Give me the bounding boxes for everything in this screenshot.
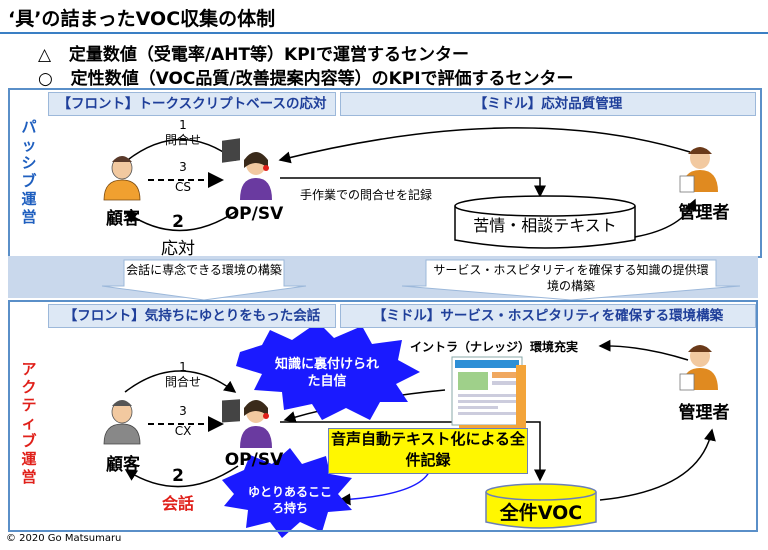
transition-right-text: サービス・ホスピタリティを確保する知識の提供環境の構築 bbox=[433, 263, 709, 293]
passive-middle-header: 【ミドル】応対品質管理 bbox=[340, 92, 756, 116]
bullet-mark: ○ bbox=[38, 69, 53, 89]
active-label: アクティブ運営 bbox=[21, 360, 37, 486]
active-db-icon bbox=[485, 483, 597, 529]
active-step1-label: 問合せ bbox=[164, 375, 201, 389]
passive-manager-label: 管理者 bbox=[678, 203, 730, 223]
bullet-mark: △ bbox=[38, 45, 52, 65]
active-panel bbox=[8, 300, 758, 532]
bullet-text: 定性数値（VOC品質/改善提案内容等）のKPIで評価するセンター bbox=[70, 69, 574, 89]
passive-db-icon bbox=[454, 195, 636, 249]
passive-response-arrow bbox=[124, 209, 239, 232]
passive-step3-number: 3 bbox=[179, 160, 187, 174]
passive-op-label: OP/SV bbox=[224, 204, 284, 224]
bullet-qualitative: ○ 定性数値（VOC品質/改善提案内容等）のKPIで評価するセンター bbox=[38, 64, 574, 89]
active-manager-label: 管理者 bbox=[678, 403, 730, 423]
active-manager-intranet-arrow bbox=[598, 339, 689, 361]
passive-customer-label: 顧客 bbox=[106, 209, 140, 229]
active-db-manager-arrow bbox=[599, 428, 716, 501]
active-inquiry-arrow bbox=[124, 370, 237, 393]
active-front-header: 【フロント】気持ちにゆとりをもった会話 bbox=[48, 304, 336, 328]
auto-text-box: 音声自動テキスト化による全件記録 bbox=[328, 428, 528, 474]
active-middle-header: 【ミドル】サービス・ホスピタリティを確保する環境構築 bbox=[340, 304, 756, 328]
transition-left-text: 会話に専念できる環境の構築 bbox=[126, 263, 282, 277]
passive-manual-record: 手作業での問合せを記録 bbox=[300, 188, 433, 202]
burst-confidence-shape bbox=[236, 322, 420, 420]
active-step2-label: 会話 bbox=[161, 494, 194, 513]
passive-manager-arrow bbox=[278, 127, 691, 164]
bullet-text: 定量数値（受電率/AHT等）KPIで運営するセンター bbox=[68, 45, 469, 65]
passive-step1-number: 1 bbox=[179, 118, 187, 132]
passive-step2-label: 応対 bbox=[161, 239, 195, 259]
active-customer-label: 顧客 bbox=[106, 455, 140, 475]
active-step3-number: 3 bbox=[179, 404, 187, 418]
passive-customer-icon bbox=[103, 156, 141, 201]
transition-left-arrow bbox=[101, 259, 307, 301]
active-blue-arrow bbox=[338, 469, 431, 506]
page-title: ‘具’の詰まったVOC収集の体制 bbox=[8, 8, 276, 30]
active-op-label: OP/SV bbox=[224, 450, 284, 470]
active-step2-number: 2 bbox=[172, 466, 184, 486]
active-db-label: 全件VOC bbox=[499, 502, 583, 524]
bullet-quantitative: △ 定量数値（受電率/AHT等）KPIで運営するセンター bbox=[38, 40, 469, 65]
active-customer-icon bbox=[103, 400, 141, 445]
passive-step1-label: 問合せ bbox=[164, 133, 201, 147]
copyright: © 2020 Go Matsumaru bbox=[6, 533, 122, 544]
passive-db-label: 苦情・相談テキスト bbox=[473, 216, 617, 235]
passive-front-header: 【フロント】トークスクリプトベースの応対 bbox=[48, 92, 336, 116]
active-conversation-arrow bbox=[124, 465, 239, 488]
title-underline bbox=[0, 32, 768, 34]
passive-step3-label: CS bbox=[175, 180, 191, 194]
passive-operator-icon bbox=[222, 138, 272, 200]
active-operator-icon bbox=[222, 399, 272, 448]
intranet-label: イントラ（ナレッジ）環境充実 bbox=[410, 340, 579, 354]
burst-confidence-text: 知識に裏付けられた自信 bbox=[274, 357, 379, 389]
passive-label: パッシブ運営 bbox=[21, 118, 37, 226]
burst-composure-text: ゆとりあるこころ持ち bbox=[248, 485, 333, 515]
intranet-screen-icon bbox=[451, 356, 526, 431]
active-step1-number: 1 bbox=[179, 360, 187, 374]
passive-step2-number: 2 bbox=[172, 212, 184, 232]
passive-manager-icon bbox=[679, 147, 718, 193]
active-record-arrow bbox=[280, 421, 546, 482]
passive-record-arrow bbox=[280, 177, 546, 198]
transition-right-arrow bbox=[401, 259, 741, 301]
active-step3-label: CX bbox=[174, 424, 192, 438]
active-manager-icon bbox=[679, 345, 718, 391]
burst-composure-shape bbox=[222, 448, 352, 538]
